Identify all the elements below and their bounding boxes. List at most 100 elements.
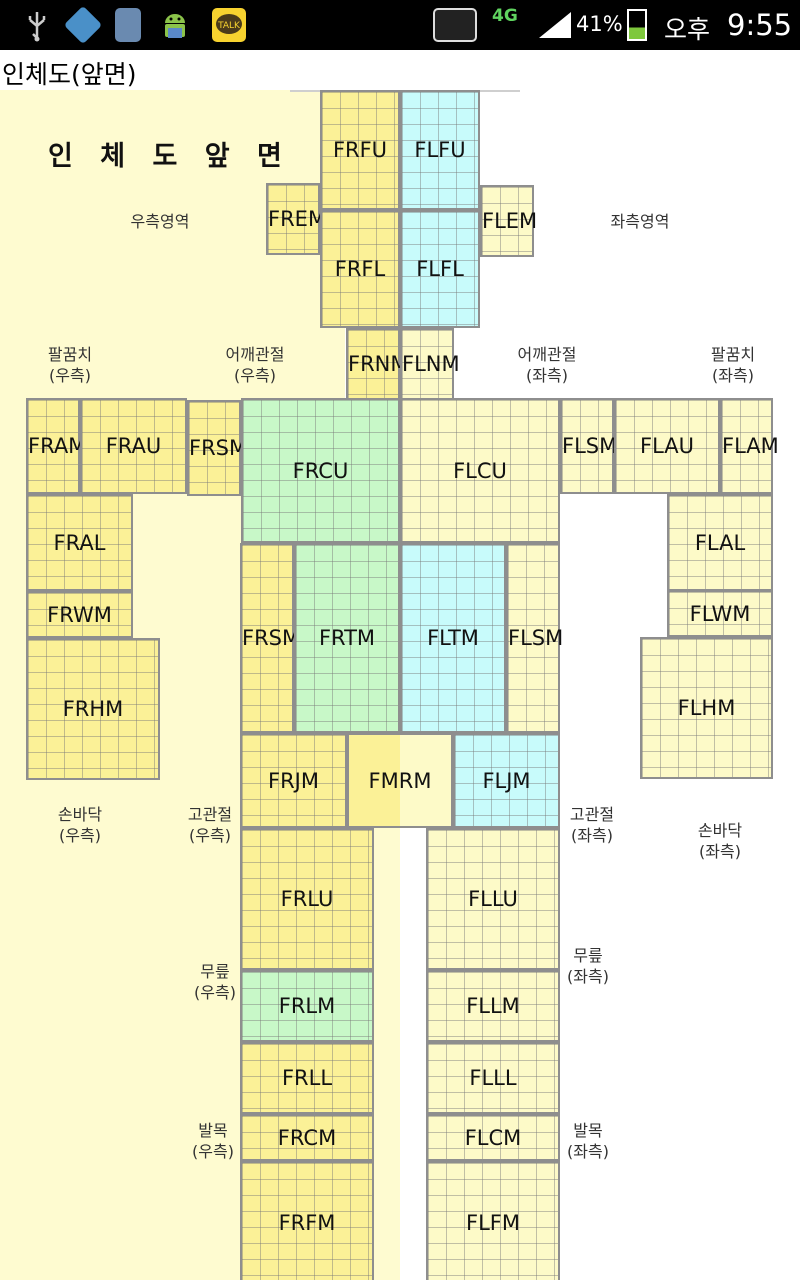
region-FRFL[interactable]: FRFL xyxy=(320,210,400,328)
region-label: FRSM xyxy=(189,436,248,460)
region-FRJM[interactable]: FRJM xyxy=(240,733,347,828)
signal-icon xyxy=(537,10,573,44)
region-label: FLLU xyxy=(468,887,518,911)
region-FRSM-side[interactable]: FRSM xyxy=(240,543,301,733)
region-FRLU[interactable]: FRLU xyxy=(240,828,374,970)
region-FREM[interactable]: FREM xyxy=(266,183,327,255)
region-label: FRNM xyxy=(348,352,409,376)
region-label: FRTM xyxy=(318,626,376,650)
region-FRWM[interactable]: FRWM xyxy=(26,591,133,638)
region-label: FLFL xyxy=(416,257,464,281)
region-label: FRJM xyxy=(268,768,319,793)
region-label: FRSM xyxy=(242,626,301,650)
region-label: FLSM xyxy=(508,626,564,650)
body-diagram: 인 체 도 앞 면 FRFU FLFU FREM FLEM FRFL FLFL … xyxy=(0,90,800,1280)
ankle-left-label: 발목(좌측) xyxy=(567,1121,609,1161)
region-label: FRFU xyxy=(332,138,388,162)
region-label: FLWM xyxy=(689,601,751,626)
region-FLLM[interactable]: FLLM xyxy=(426,970,560,1042)
kakaotalk-icon: TALK xyxy=(212,8,246,42)
region-FLEM[interactable]: FLEM xyxy=(480,185,538,257)
region-label: FLJM xyxy=(482,768,531,793)
region-FRFM[interactable]: FRFM xyxy=(240,1161,374,1280)
region-FLCM[interactable]: FLCM xyxy=(426,1114,560,1161)
region-FRTM[interactable]: FRTM xyxy=(294,543,400,733)
storage-notification-icon xyxy=(115,8,141,42)
palm-left-label: 손바닥(좌측) xyxy=(697,821,743,861)
battery-percent: 41% xyxy=(576,12,623,36)
page-title: 인체도(앞면) xyxy=(2,60,137,89)
region-label: FRWM xyxy=(47,602,112,627)
android-icon xyxy=(158,8,192,42)
battery-icon xyxy=(627,9,647,41)
region-FLHM[interactable]: FLHM xyxy=(640,637,773,779)
region-label: FRLU xyxy=(280,887,334,911)
region-FRLL[interactable]: FRLL xyxy=(240,1042,374,1114)
region-label: FLAM xyxy=(722,434,779,458)
region-FLAU[interactable]: FLAU xyxy=(614,398,720,494)
title-bar: 인체도(앞면) xyxy=(0,50,800,90)
elbow-right-label: 팔꿈치(우측) xyxy=(47,345,93,385)
region-FRAL[interactable]: FRAL xyxy=(26,494,133,591)
region-FLTM[interactable]: FLTM xyxy=(400,543,506,733)
region-FLJM[interactable]: FLJM xyxy=(453,733,560,828)
region-FLLL[interactable]: FLLL xyxy=(426,1042,560,1114)
region-label: FRLL xyxy=(281,1066,333,1090)
region-FRSM-shoulder[interactable]: FRSM xyxy=(187,400,248,496)
region-FLFL[interactable]: FLFL xyxy=(400,210,480,328)
region-label: FLAU xyxy=(640,434,694,458)
status-bar: TALK 4G 41% 오후 9:55 xyxy=(0,0,800,50)
usb-icon xyxy=(20,8,54,42)
ankle-right-label: 발목(우측) xyxy=(192,1121,234,1161)
region-FLWM[interactable]: FLWM xyxy=(667,590,773,637)
region-FRLM[interactable]: FRLM xyxy=(240,970,374,1042)
region-label: FRHM xyxy=(62,697,124,721)
region-FLAL[interactable]: FLAL xyxy=(667,494,773,591)
region-label: FRFL xyxy=(334,257,386,281)
region-label: FRAL xyxy=(53,530,106,555)
region-label: FLHM xyxy=(677,696,736,720)
region-label: FRFM xyxy=(278,1211,336,1235)
region-label: FLTM xyxy=(427,626,479,650)
region-FRHM[interactable]: FRHM xyxy=(26,638,160,780)
region-label: FLSM xyxy=(562,434,618,458)
elbow-left-label: 팔꿈치(좌측) xyxy=(710,345,756,385)
region-FLLU[interactable]: FLLU xyxy=(426,828,560,970)
region-FLSM-shoulder[interactable]: FLSM xyxy=(560,398,618,494)
app-notification-icon xyxy=(63,5,103,45)
region-FMRM[interactable]: FMRM xyxy=(347,733,453,828)
region-FRAU[interactable]: FRAU xyxy=(80,398,187,494)
region-label: FLFM xyxy=(466,1211,520,1235)
region-FRAM[interactable]: FRAM xyxy=(26,398,87,494)
region-FRNM[interactable]: FRNM xyxy=(346,328,409,400)
region-label: FRAM xyxy=(28,434,87,458)
knee-left-label: 무릎(좌측) xyxy=(567,946,609,986)
region-FLFU[interactable]: FLFU xyxy=(400,90,480,210)
region-FLSM-side[interactable]: FLSM xyxy=(506,543,564,733)
palm-right-label: 손바닥(우측) xyxy=(57,805,103,845)
status-time: 9:55 xyxy=(727,8,793,42)
region-label: FLLL xyxy=(469,1066,517,1090)
region-FLAM[interactable]: FLAM xyxy=(720,398,779,494)
region-FLFM[interactable]: FLFM xyxy=(426,1161,560,1280)
region-label: FRCU xyxy=(292,458,349,483)
region-FRFU[interactable]: FRFU xyxy=(320,90,400,210)
region-FLNM[interactable]: FLNM xyxy=(400,328,460,400)
svg-text:TALK: TALK xyxy=(217,21,241,31)
diagram-heading: 인 체 도 앞 면 xyxy=(48,141,291,172)
region-label: FRCM xyxy=(277,1125,337,1150)
region-FLCU[interactable]: FLCU xyxy=(400,398,560,543)
region-label: FLEM xyxy=(482,209,538,233)
region-FRCU[interactable]: FRCU xyxy=(241,398,400,543)
region-label: FLAL xyxy=(694,530,746,555)
region-label: FRLM xyxy=(278,994,336,1018)
region-label: FMRM xyxy=(368,768,432,793)
region-FRCM[interactable]: FRCM xyxy=(240,1114,374,1161)
region-label: FRAU xyxy=(105,434,162,458)
region-label: FLCM xyxy=(464,1125,522,1150)
region-label: FLLM xyxy=(466,994,520,1018)
knee-right-label: 무릎(우측) xyxy=(194,962,236,1002)
status-ampm: 오후 xyxy=(664,15,711,44)
network-type: 4G xyxy=(492,6,518,26)
region-label: FREM xyxy=(268,207,327,231)
